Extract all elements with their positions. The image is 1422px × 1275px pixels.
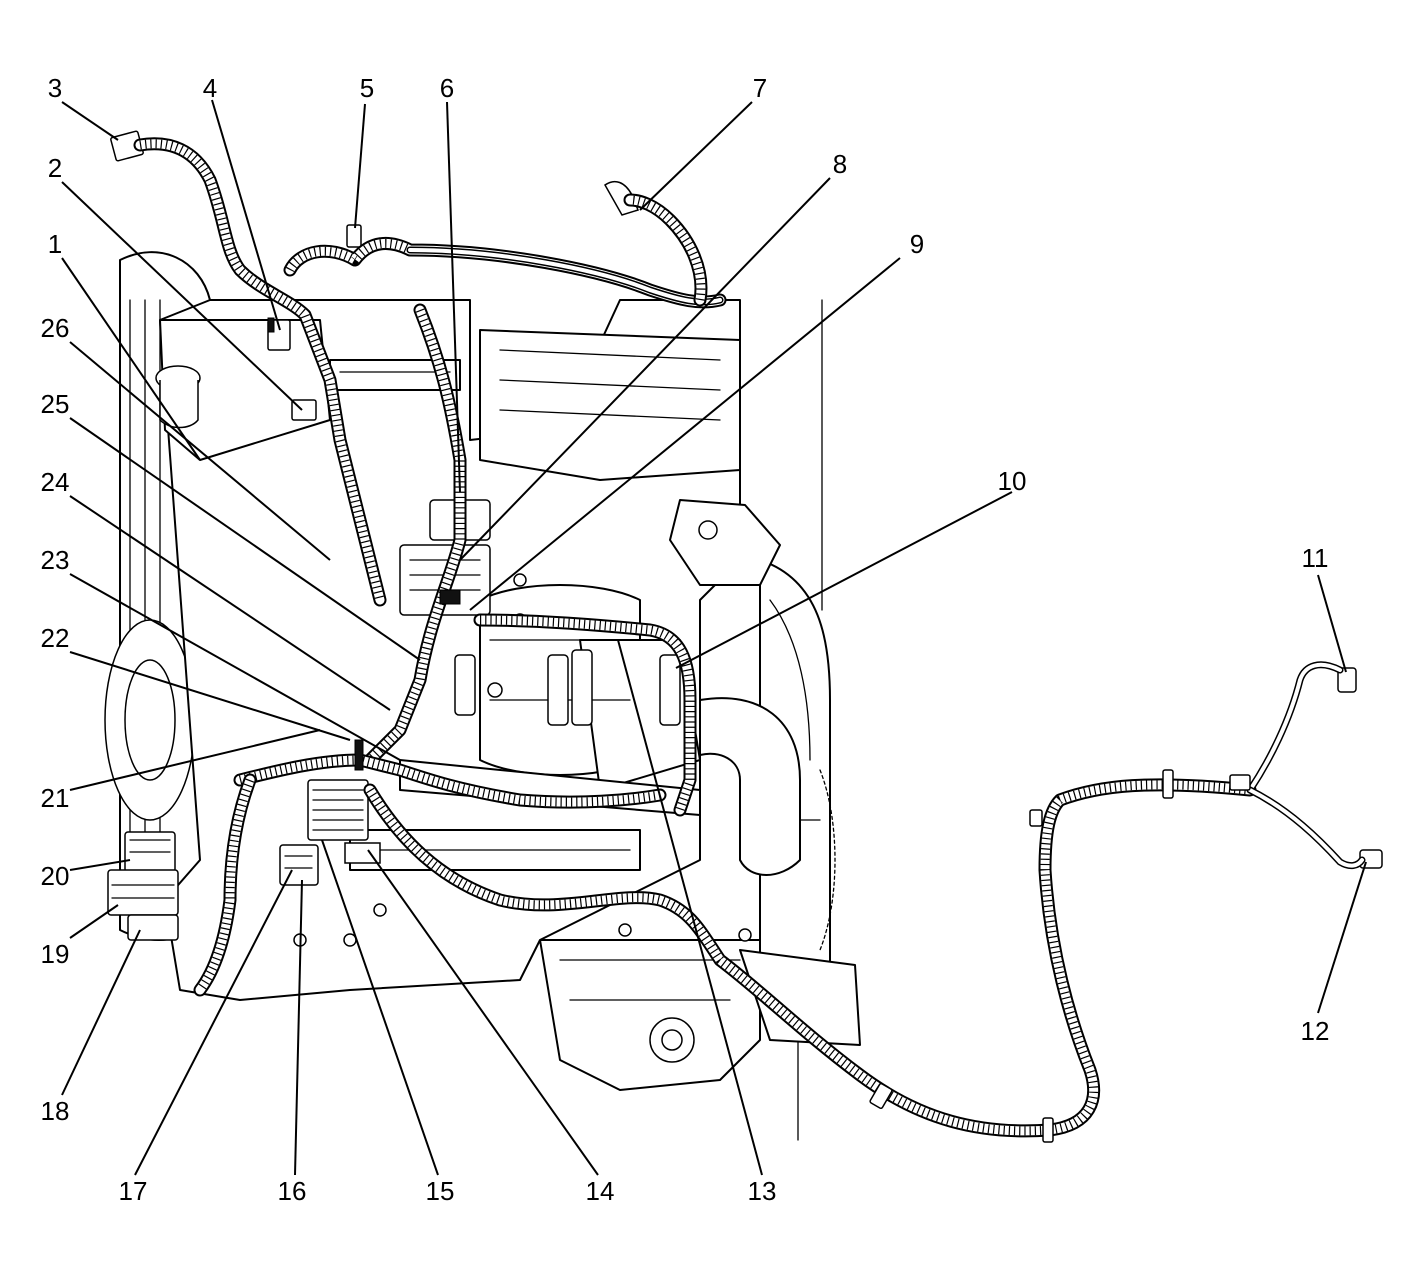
callout-17: 17 bbox=[119, 1176, 148, 1206]
callout-leader-lines bbox=[61, 99, 1367, 1176]
callout-26: 26 bbox=[41, 313, 70, 343]
callout-15: 15 bbox=[426, 1176, 455, 1206]
callout-14: 14 bbox=[586, 1176, 615, 1206]
callout-labels: 3 4 5 6 7 2 8 1 9 26 25 24 10 23 11 22 2… bbox=[41, 73, 1330, 1206]
callout-22: 22 bbox=[41, 623, 70, 653]
callout-25: 25 bbox=[41, 389, 70, 419]
callout-9: 9 bbox=[910, 229, 924, 259]
callout-3: 3 bbox=[48, 73, 62, 103]
callout-12: 12 bbox=[1301, 1016, 1330, 1046]
callout-5: 5 bbox=[360, 73, 374, 103]
callout-23: 23 bbox=[41, 545, 70, 575]
callout-24: 24 bbox=[41, 467, 70, 497]
callout-18: 18 bbox=[41, 1096, 70, 1126]
callout-4: 4 bbox=[203, 73, 217, 103]
callout-6: 6 bbox=[440, 73, 454, 103]
callout-16: 16 bbox=[278, 1176, 307, 1206]
callout-21: 21 bbox=[41, 783, 70, 813]
callout-10: 10 bbox=[998, 466, 1027, 496]
callout-8: 8 bbox=[833, 149, 847, 179]
callout-13: 13 bbox=[748, 1176, 777, 1206]
callout-7: 7 bbox=[753, 73, 767, 103]
engine-illustration bbox=[104, 130, 1383, 1143]
callout-11: 11 bbox=[1302, 543, 1329, 573]
callout-1: 1 bbox=[48, 229, 62, 259]
callout-2: 2 bbox=[48, 153, 62, 183]
callout-20: 20 bbox=[41, 861, 70, 891]
callout-19: 19 bbox=[41, 939, 70, 969]
